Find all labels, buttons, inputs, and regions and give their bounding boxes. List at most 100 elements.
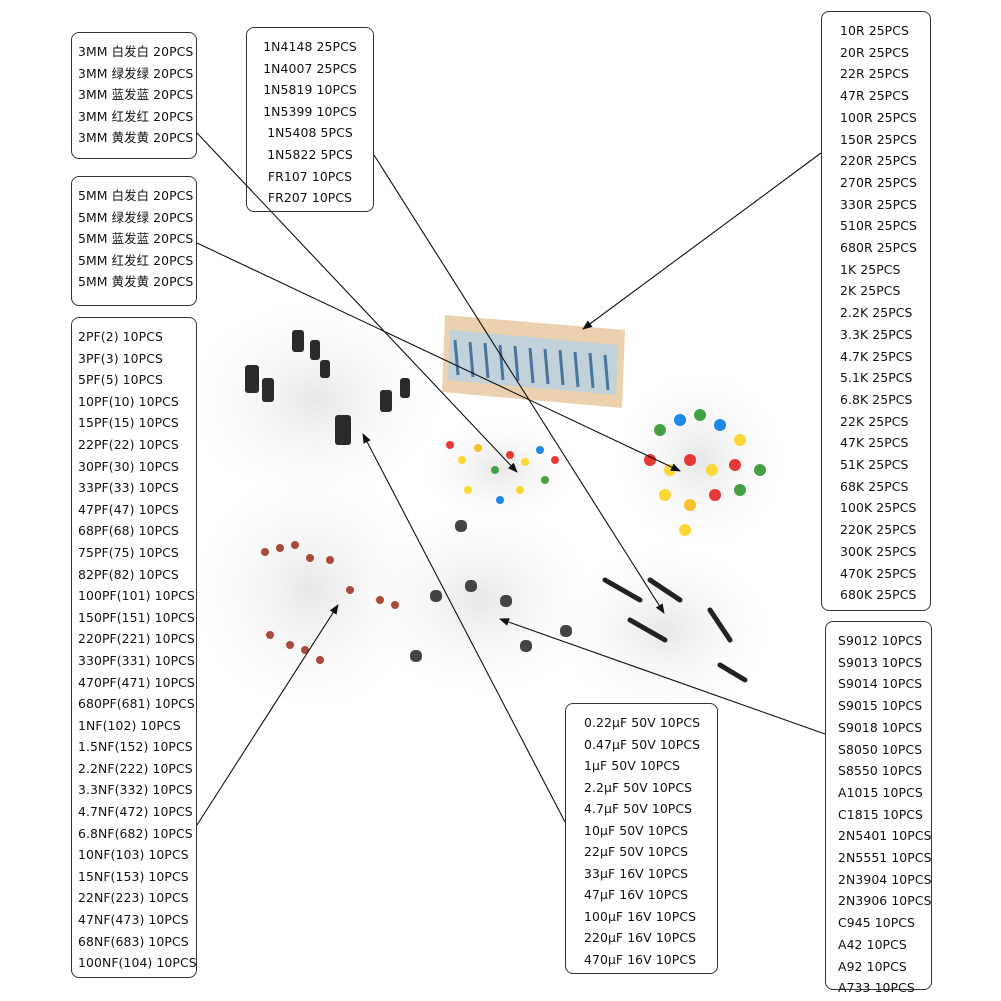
list-item: 1N4007 25PCS — [263, 60, 357, 76]
list-item: S8550 10PCS — [838, 763, 923, 779]
list-item: 47μF 16V 10PCS — [584, 887, 689, 902]
list-item: S9012 10PCS — [838, 633, 923, 648]
list-item: 4.7μF 50V 10PCS — [584, 801, 693, 816]
list-item: 4.7K 25PCS — [840, 348, 913, 364]
list-item: 1N5399 10PCS — [263, 103, 357, 119]
list-item: A92 10PCS — [838, 958, 907, 974]
list-item: 2K 25PCS — [840, 283, 901, 299]
list-item: 0.47μF 50V 10PCS — [584, 736, 701, 752]
list-item: 510R 25PCS — [840, 218, 917, 234]
list-item: A733 10PCS — [838, 980, 915, 996]
list-item: 4.7NF(472) 10PCS — [78, 804, 193, 820]
list-item: FR107 10PCS — [267, 168, 353, 184]
list-item: 100μF 16V 10PCS — [584, 908, 697, 924]
list-item: C945 10PCS — [838, 915, 915, 931]
list-item: 82PF(82) 10PCS — [78, 566, 179, 582]
list-item: 330PF(331) 10PCS — [78, 652, 195, 668]
list-item: 5PF(5) 10PCS — [78, 372, 163, 388]
list-item: 47K 25PCS — [840, 435, 909, 451]
list-item: A42 10PCS — [838, 936, 907, 952]
list-item: 15NF(153) 10PCS — [78, 868, 189, 884]
list-item: 68NF(683) 10PCS — [78, 933, 189, 949]
list-item: 68K 25PCS — [840, 478, 909, 494]
list-item: 5MM 黄发黄 20PCS — [78, 274, 194, 290]
list-item: 470PF(471) 10PCS — [78, 674, 195, 690]
list-item: 68PF(68) 10PCS — [78, 523, 179, 539]
list-item: 3MM 红发红 20PCS — [78, 108, 194, 124]
list-item: 3.3NF(332) 10PCS — [78, 782, 193, 798]
list-item: 22K 25PCS — [840, 413, 909, 429]
list-item: 100NF(104) 10PCS — [78, 955, 197, 971]
list-item: 100PF(101) 10PCS — [78, 588, 195, 604]
list-item: 680R 25PCS — [840, 240, 917, 256]
list-item: 3MM 蓝发蓝 20PCS — [78, 87, 194, 103]
list-item: A1015 10PCS — [838, 784, 923, 800]
list-item: 22R 25PCS — [840, 66, 909, 82]
list-item: 33μF 16V 10PCS — [584, 865, 689, 881]
list-item: 470K 25PCS — [840, 565, 917, 581]
list-item: 22μF 50V 10PCS — [584, 844, 689, 859]
list-item: 5MM 白发白 20PCS — [78, 188, 194, 203]
list-item: 1N5819 10PCS — [263, 82, 357, 98]
list-item: 5MM 红发红 20PCS — [78, 252, 194, 268]
list-item: 33PF(33) 10PCS — [78, 480, 179, 496]
list-item: 1NF(102) 10PCS — [78, 717, 181, 733]
list-item: 220K 25PCS — [840, 522, 917, 538]
list-item: 2.2K 25PCS — [840, 305, 913, 321]
list-item: 47PF(47) 10PCS — [78, 501, 179, 517]
list-item: 0.22μF 50V 10PCS — [584, 715, 701, 730]
list-item: 5MM 绿发绿 20PCS — [78, 209, 194, 225]
list-item: 220PF(221) 10PCS — [78, 631, 195, 647]
list-item: 51K 25PCS — [840, 457, 909, 473]
list-item: 1K 25PCS — [840, 261, 901, 277]
list-item: 6.8NF(682) 10PCS — [78, 825, 193, 841]
list-item: 30PF(30) 10PCS — [78, 458, 179, 474]
list-item: 100R 25PCS — [840, 109, 917, 125]
list-item: 3MM 白发白 20PCS — [78, 44, 194, 59]
list-item: 680K 25PCS — [840, 587, 917, 603]
list-item: S9014 10PCS — [838, 676, 923, 692]
list-item: 2.2μF 50V 10PCS — [584, 779, 693, 795]
list-item: 47NF(473) 10PCS — [78, 912, 189, 928]
list-item: 2N5401 10PCS — [838, 828, 932, 844]
list-item: 2N5551 10PCS — [838, 850, 932, 866]
led-5mm-list: 5MM 白发白 20PCS 5MM 绿发绿 20PCS 5MM 蓝发蓝 20PC… — [71, 176, 197, 306]
list-item: 15PF(15) 10PCS — [78, 415, 179, 431]
list-item: 10R 25PCS — [840, 23, 909, 38]
list-item: 470μF 16V 10PCS — [584, 951, 697, 967]
list-item: S9018 10PCS — [838, 719, 923, 735]
resistor-tapes — [442, 315, 625, 408]
list-item: S9015 10PCS — [838, 698, 923, 714]
list-item: 150PF(151) 10PCS — [78, 609, 195, 625]
list-item: 10NF(103) 10PCS — [78, 847, 189, 863]
list-item: 2N3904 10PCS — [838, 871, 932, 887]
list-item: 1N4148 25PCS — [263, 39, 357, 54]
diode-list: 1N4148 25PCS 1N4007 25PCS 1N5819 10PCS 1… — [246, 27, 374, 212]
list-item: 10μF 50V 10PCS — [584, 822, 689, 838]
list-item: 220μF 16V 10PCS — [584, 930, 697, 945]
list-item: 270R 25PCS — [840, 174, 917, 190]
list-item: 1N5408 5PCS — [267, 125, 353, 141]
list-item: 1μF 50V 10PCS — [584, 758, 681, 773]
list-item: 150R 25PCS — [840, 131, 917, 147]
list-item: 2.2NF(222) 10PCS — [78, 760, 193, 776]
transistor-bag — [370, 510, 590, 690]
ceramic-capacitor-list: 2PF(2) 10PCS 3PF(3) 10PCS 5PF(5) 10PCS 1… — [71, 317, 197, 978]
list-item: 220R 25PCS — [840, 153, 917, 169]
list-item: 680PF(681) 10PCS — [78, 696, 195, 712]
resistor-list: 10R 25PCS 20R 25PCS 22R 25PCS 47R 25PCS … — [821, 11, 931, 611]
list-item: 20R 25PCS — [840, 44, 909, 60]
list-item: 5MM 蓝发蓝 20PCS — [78, 231, 194, 247]
list-item: S9013 10PCS — [838, 654, 923, 670]
diode-bag — [565, 550, 765, 710]
list-item: 1N5822 5PCS — [267, 146, 353, 162]
electrolytic-capacitor-bag — [195, 305, 435, 495]
list-item: 47R 25PCS — [840, 88, 909, 104]
list-item: 2N3906 10PCS — [838, 893, 932, 909]
electrolytic-capacitor-list: 0.22μF 50V 10PCS 0.47μF 50V 10PCS 1μF 50… — [565, 703, 718, 974]
list-item: 22NF(223) 10PCS — [78, 890, 189, 906]
list-item: 3MM 黄发黄 20PCS — [78, 130, 194, 146]
list-item: 6.8K 25PCS — [840, 391, 913, 407]
list-item: 75PF(75) 10PCS — [78, 544, 179, 560]
list-item: 2PF(2) 10PCS — [78, 329, 163, 344]
